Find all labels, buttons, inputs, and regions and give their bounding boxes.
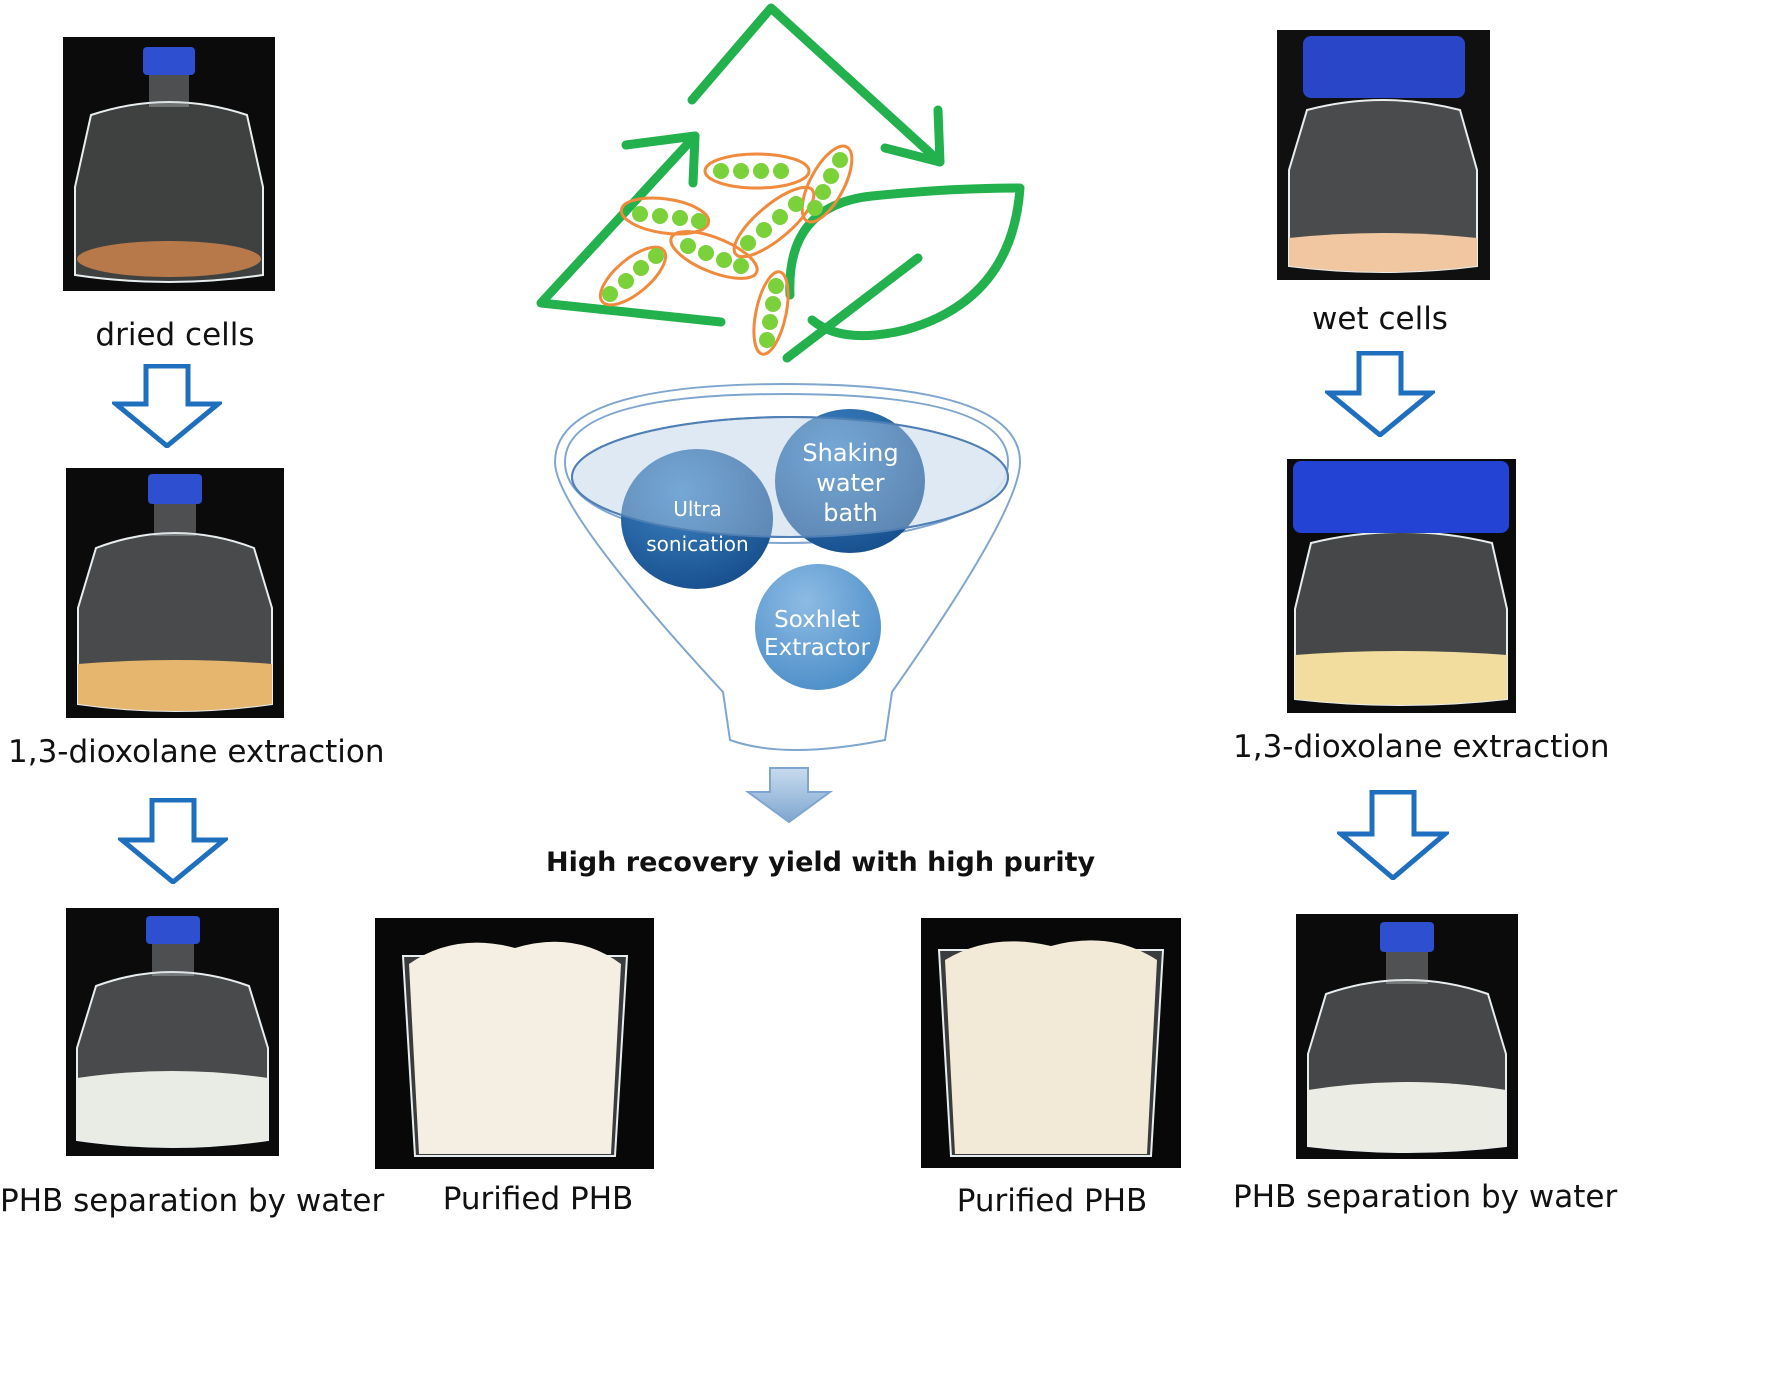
result-headline: High recovery yield with high purity bbox=[546, 847, 1096, 878]
right-purified-phb-label: Purified PHB bbox=[956, 1183, 1148, 1219]
left-purified-phb-label: Purified PHB bbox=[442, 1181, 634, 1217]
down-arrow-icon bbox=[1325, 351, 1435, 437]
left-separation-label: PHB separation by water bbox=[0, 1183, 385, 1219]
left-purified-phb-photo bbox=[375, 918, 654, 1169]
wet-cells-photo bbox=[1277, 30, 1490, 280]
dried-cells-label: dried cells bbox=[95, 317, 255, 353]
left-separation-photo bbox=[66, 908, 279, 1156]
bubble-shaking-line3: bath bbox=[823, 499, 878, 527]
wet-cells-label: wet cells bbox=[1312, 301, 1448, 337]
left-extraction-label: 1,3-dioxolane extraction bbox=[8, 734, 385, 770]
bubble-ultrasonication-line2: sonication bbox=[646, 532, 749, 556]
down-arrow-icon bbox=[118, 798, 228, 884]
right-purified-phb-photo bbox=[921, 918, 1181, 1168]
bubble-shaking-line2: water bbox=[816, 469, 885, 497]
bubble-soxhlet-extractor: Soxhlet Extractor bbox=[742, 606, 892, 662]
recycle-diagram bbox=[536, 3, 1025, 363]
bubble-soxhlet-line1: Soxhlet bbox=[774, 607, 860, 633]
bubble-shaking-line1: Shaking bbox=[802, 439, 899, 467]
bubble-ultrasonication: Ultra sonication bbox=[630, 492, 765, 562]
left-extraction-photo bbox=[66, 468, 284, 718]
right-separation-photo bbox=[1296, 914, 1518, 1159]
funnel-diagram bbox=[553, 382, 1022, 751]
down-arrow-icon bbox=[112, 364, 222, 448]
dried-cells-photo bbox=[63, 37, 275, 291]
right-extraction-photo bbox=[1287, 459, 1516, 713]
bubble-soxhlet-line2: Extractor bbox=[764, 635, 870, 661]
down-arrow-icon bbox=[1337, 790, 1449, 880]
right-extraction-label: 1,3-dioxolane extraction bbox=[1233, 729, 1610, 765]
bubble-shaking-water-bath: Shaking water bath bbox=[783, 438, 918, 528]
right-separation-label: PHB separation by water bbox=[1233, 1179, 1618, 1215]
bubble-ultrasonication-line1: Ultra bbox=[673, 497, 722, 521]
funnel-output-arrow-icon bbox=[744, 766, 834, 824]
